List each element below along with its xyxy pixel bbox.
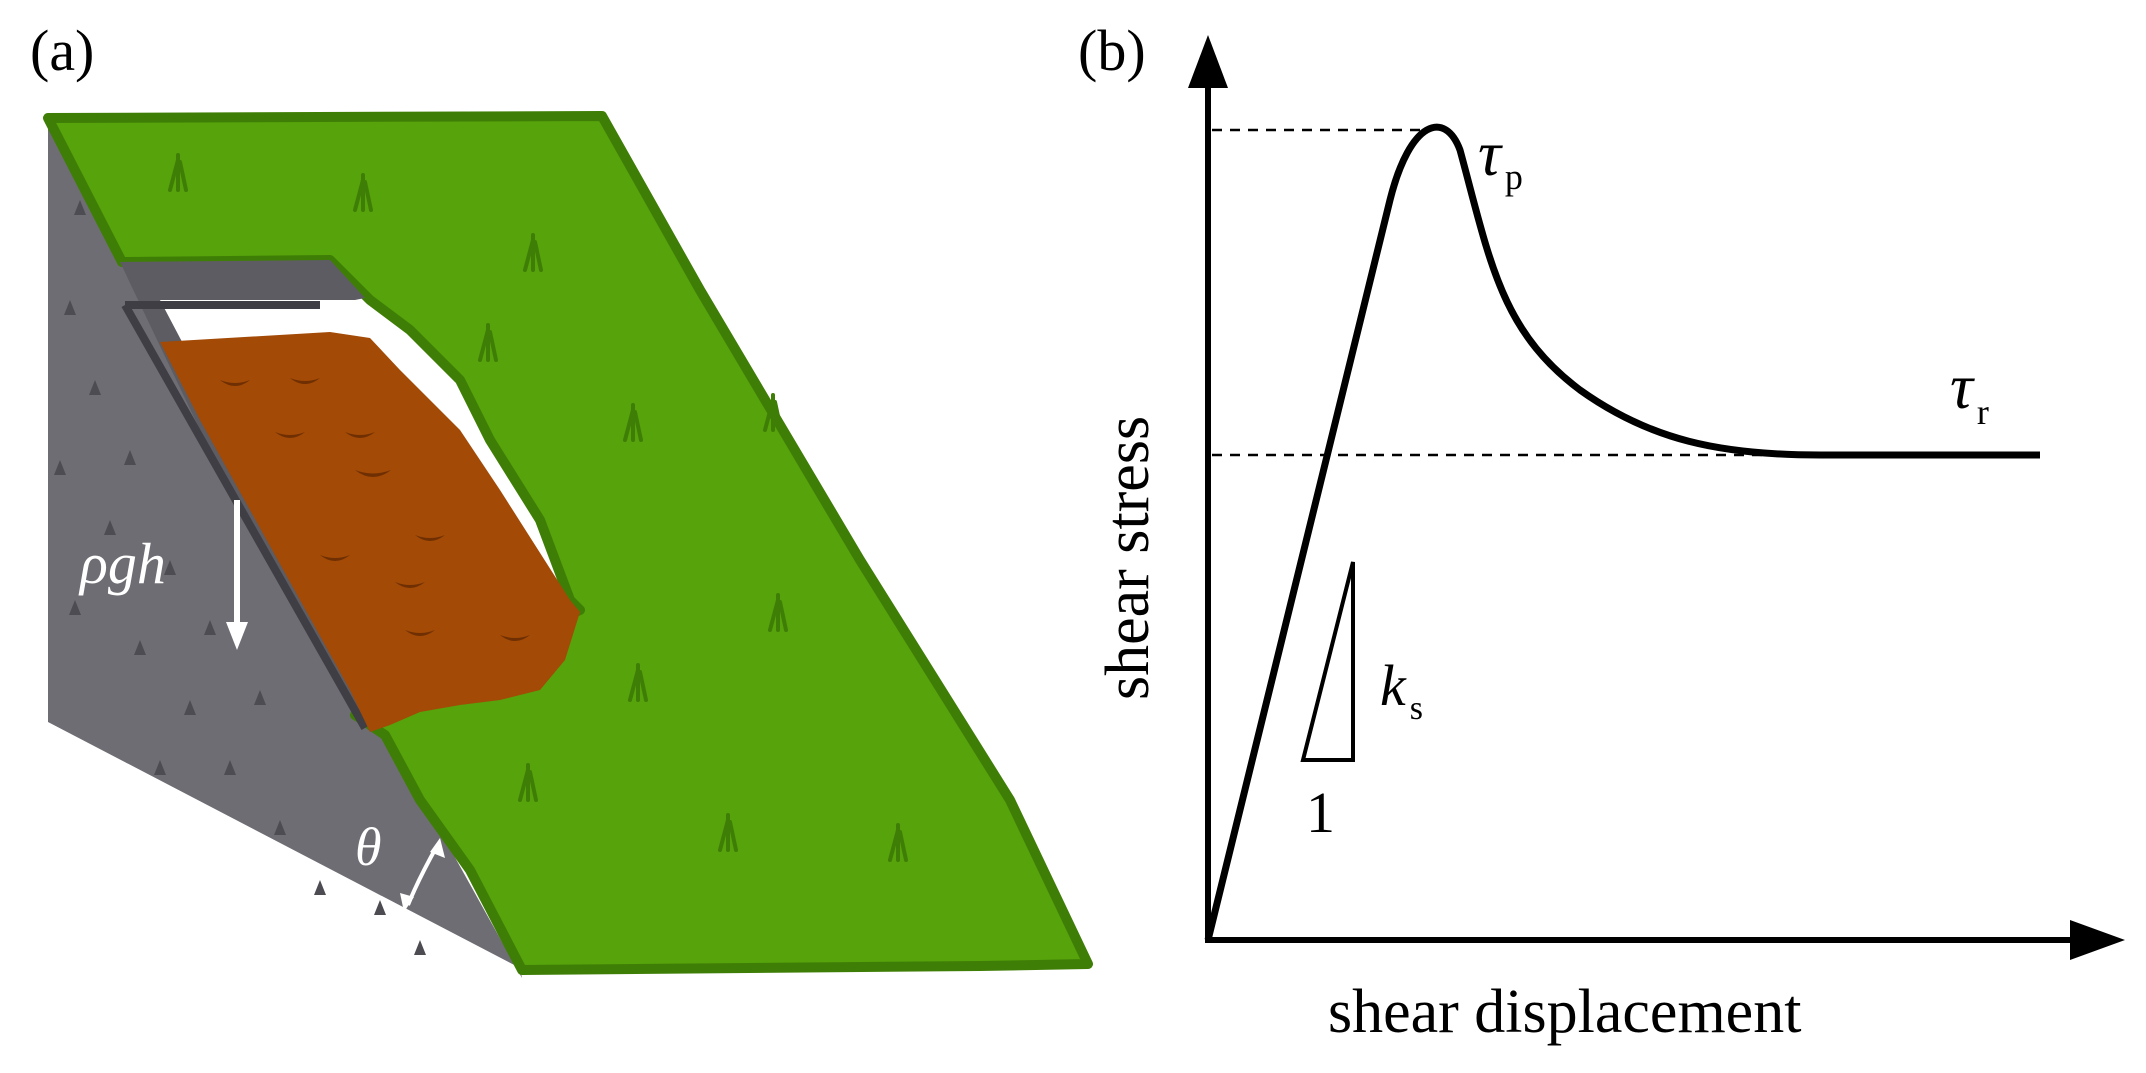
x-axis-label: shear displacement xyxy=(1328,978,1801,1046)
soil-mass xyxy=(160,332,580,732)
soil-marks xyxy=(220,378,530,641)
slip-surface-line xyxy=(121,301,369,730)
peak-symbol: τ xyxy=(1478,118,1503,189)
load-label: ρgh xyxy=(78,531,166,596)
panel-a: (a) xyxy=(30,18,1093,978)
residual-subscript: r xyxy=(1977,392,1989,432)
y-axis-arrowhead xyxy=(1188,35,1228,88)
load-arrowhead xyxy=(226,622,248,650)
peak-subscript: p xyxy=(1505,157,1523,197)
slope-run-label: 1 xyxy=(1306,780,1335,845)
x-axis-arrowhead xyxy=(2070,920,2125,960)
panel-b-label: (b) xyxy=(1078,18,1146,83)
rock-face xyxy=(48,118,522,978)
angle-arc-head-top xyxy=(430,838,445,858)
residual-symbol: τ xyxy=(1950,351,1975,422)
grass-tufts xyxy=(168,153,908,862)
angle-label: θ xyxy=(355,817,382,877)
angle-arc-head-bottom xyxy=(400,893,414,912)
rock-texture xyxy=(54,200,426,955)
panel-a-label: (a) xyxy=(30,18,94,83)
slope-triangle xyxy=(1300,561,1355,762)
stress-curve xyxy=(1204,123,2040,941)
stiffness-subscript: s xyxy=(1410,690,1423,727)
y-axis-label: shear stress xyxy=(1094,416,1162,700)
stiffness-symbol: k xyxy=(1380,653,1407,718)
